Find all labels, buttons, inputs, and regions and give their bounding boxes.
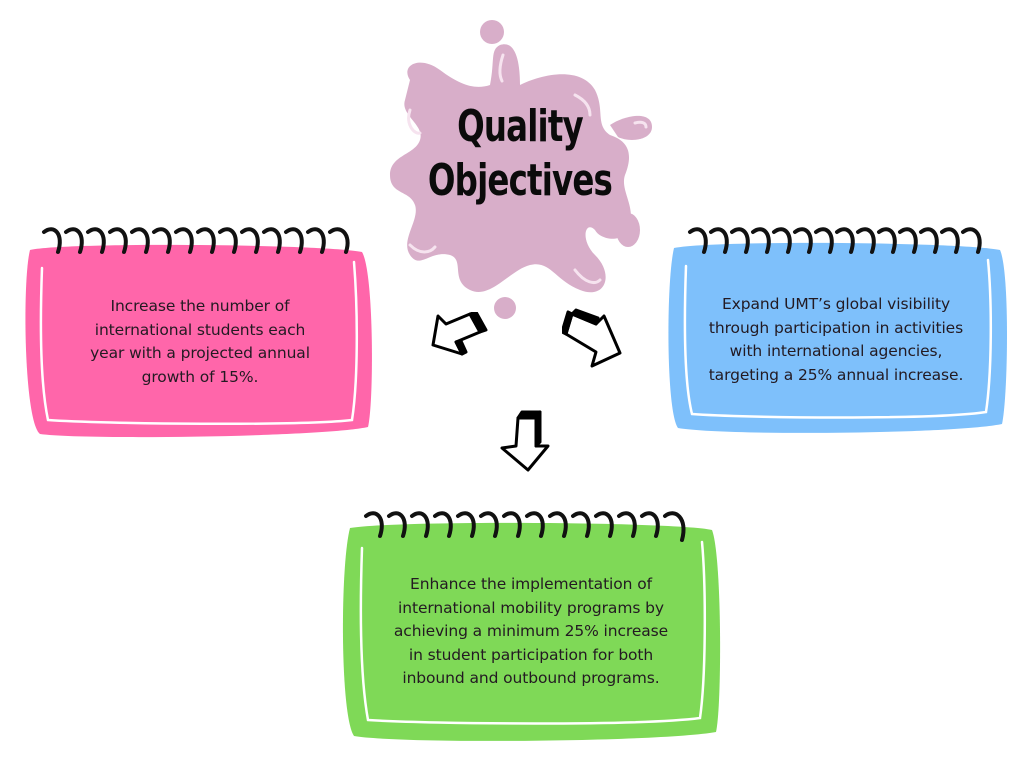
spiral-binding-icon (364, 511, 686, 542)
objective-card-global-visibility: Expand UMT’s global visibility through p… (664, 222, 1008, 436)
card-background (25, 244, 372, 438)
title-line-1: Quality (457, 101, 584, 152)
card-background (342, 522, 721, 741)
paint-splash-icon (390, 20, 652, 319)
objective-text: Expand UMT’s global visibility through p… (708, 295, 964, 384)
arrow-down-left-icon (431, 312, 488, 356)
title-line-2: Objectives (427, 155, 613, 206)
objective-card-international-students: Increase the number of international stu… (22, 222, 374, 444)
objective-text: Increase the number of international stu… (90, 297, 310, 386)
arrow-down-right-icon (562, 308, 622, 368)
spiral-binding-icon (688, 227, 982, 254)
card-background (668, 242, 1007, 433)
objective-card-mobility-programs: Enhance the implementation of internatio… (340, 506, 722, 746)
objective-text: Enhance the implementation of internatio… (393, 575, 669, 688)
page-title: Quality Objectives (422, 100, 619, 208)
arrow-down-icon (500, 410, 550, 472)
spiral-binding-icon (42, 227, 350, 254)
